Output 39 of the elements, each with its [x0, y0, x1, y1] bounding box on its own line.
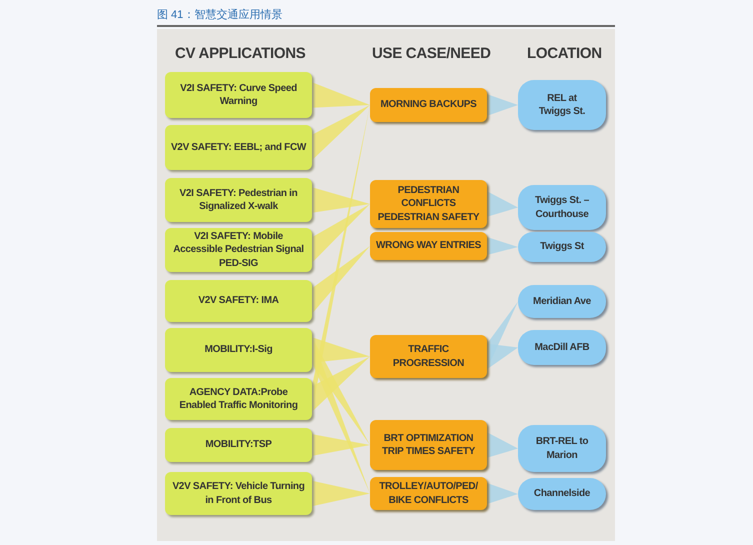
wedge-connector — [312, 105, 370, 160]
location-box: REL at Twiggs St. — [518, 80, 606, 130]
application-box: V2I SAFETY: Pedestrian in Signalized X-walk — [165, 178, 312, 222]
application-box: V2V SAFETY: IMA — [165, 280, 312, 322]
application-box: AGENCY DATA:Probe Enabled Traffic Monitoring — [165, 378, 312, 420]
wedge-connector — [487, 344, 518, 370]
wedge-connector — [312, 82, 370, 108]
application-box: V2V SAFETY: Vehicle Turning in Front of Bus — [165, 472, 312, 515]
application-box: V2I SAFETY: Curve Speed Warning — [165, 72, 312, 118]
location-box: Meridian Ave — [518, 285, 606, 318]
wedge-connector — [487, 94, 518, 116]
need-box: BRT OPTIMIZATION TRIP TIMES SAFETY — [370, 420, 487, 470]
wedge-connector — [487, 191, 518, 217]
wedge-connector — [487, 432, 518, 458]
application-box: V2I SAFETY: Mobile Accessible Pedestrian Signal PED-SIG — [165, 228, 312, 272]
wedge-connector — [312, 480, 370, 506]
wedge-connector — [312, 434, 370, 456]
wedge-connector — [312, 204, 370, 263]
need-box: TRAFFIC PROGRESSION — [370, 335, 487, 378]
wedge-connector — [487, 482, 518, 504]
location-box: MacDill AFB — [518, 330, 606, 365]
location-box: Channelside — [518, 478, 606, 510]
location-box: Twiggs St. – Courthouse — [518, 185, 606, 230]
application-box: MOBILITY:TSP — [165, 428, 312, 462]
need-box: TROLLEY/AUTO/PED/ BIKE CONFLICTS — [370, 477, 487, 510]
location-box: Twiggs St — [518, 232, 606, 262]
wedge-connector — [312, 246, 370, 314]
application-box: MOBILITY:I-Sig — [165, 328, 312, 372]
application-box: V2V SAFETY: EEBL; and FCW — [165, 125, 312, 170]
location-box: BRT-REL to Marion — [518, 425, 606, 472]
column-heading: USE CASE/NEED — [372, 45, 491, 62]
wedge-connector — [312, 187, 370, 213]
need-box: WRONG WAY ENTRIES — [370, 232, 487, 260]
need-box: MORNING BACKUPS — [370, 88, 487, 122]
wedge-connector — [487, 237, 518, 255]
column-heading: LOCATION — [527, 45, 602, 62]
figure-title: 图 41：智慧交通应用情景 — [157, 8, 282, 22]
need-box: PEDESTRIAN CONFLICTS PEDESTRIAN SAFETY — [370, 180, 487, 228]
column-heading: CV APPLICATIONS — [175, 45, 306, 62]
